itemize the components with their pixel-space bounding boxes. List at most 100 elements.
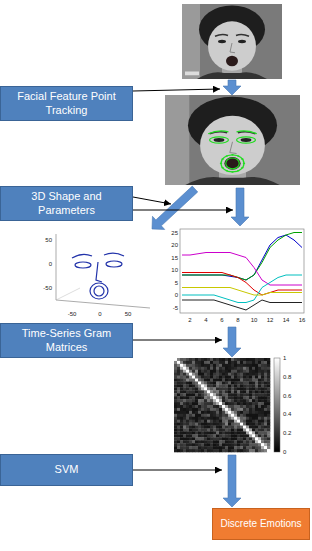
matrix-cell — [231, 411, 234, 414]
matrix-cell — [216, 379, 219, 382]
matrix-cell — [231, 384, 234, 387]
matrix-cell — [207, 437, 210, 440]
matrix-cell — [264, 449, 267, 452]
matrix-cell — [189, 384, 192, 387]
matrix-cell — [186, 434, 189, 437]
matrix-cell — [213, 384, 216, 387]
matrix-cell — [207, 417, 210, 420]
matrix-cell — [228, 393, 231, 396]
matrix-cell — [252, 420, 255, 423]
matrix-cell — [243, 390, 246, 393]
matrix-cell — [198, 367, 201, 370]
matrix-cell — [243, 440, 246, 443]
matrix-cell — [243, 370, 246, 373]
matrix-cell — [267, 414, 270, 417]
matrix-cell — [246, 387, 249, 390]
shape-line — [94, 286, 104, 296]
tracked-brow — [237, 131, 257, 134]
matrix-cell — [210, 437, 213, 440]
matrix-cell — [198, 370, 201, 373]
matrix-cell — [213, 443, 216, 446]
matrix-cell — [261, 437, 264, 440]
matrix-cell — [219, 396, 222, 399]
matrix-cell — [246, 384, 249, 387]
matrix-cell — [255, 396, 258, 399]
matrix-cell — [180, 446, 183, 449]
matrix-cell — [204, 437, 207, 440]
matrix-cell — [177, 387, 180, 390]
matrix-cell — [216, 414, 219, 417]
matrix-cell — [198, 405, 201, 408]
matrix-cell — [189, 399, 192, 402]
matrix-cell — [249, 376, 252, 379]
matrix-cell — [210, 429, 213, 432]
matrix-cell — [204, 443, 207, 446]
matrix-cell — [228, 367, 231, 370]
matrix-cell — [183, 449, 186, 452]
matrix-cell — [222, 379, 225, 382]
matrix-cell — [192, 358, 195, 361]
matrix-cell — [228, 364, 231, 367]
matrix-cell — [189, 361, 192, 364]
matrix-cell — [258, 387, 261, 390]
matrix-cell — [183, 431, 186, 434]
matrix-cell — [210, 417, 213, 420]
matrix-cell — [264, 376, 267, 379]
landmark-point — [243, 163, 245, 165]
matrix-cell — [258, 423, 261, 426]
matrix-cell — [174, 420, 177, 423]
matrix-cell — [183, 379, 186, 382]
matrix-cell — [201, 402, 204, 405]
matrix-cell — [189, 423, 192, 426]
matrix-cell — [252, 384, 255, 387]
matrix-cell — [234, 411, 237, 414]
matrix-cell — [180, 361, 183, 364]
matrix-cell — [225, 449, 228, 452]
matrix-cell — [174, 434, 177, 437]
matrix-cell — [198, 434, 201, 437]
matrix-cell — [195, 376, 198, 379]
matrix-cell — [183, 370, 186, 373]
matrix-cell — [243, 449, 246, 452]
matrix-cell — [243, 393, 246, 396]
matrix-cell — [198, 379, 201, 382]
matrix-cell — [237, 414, 240, 417]
box-label: 3D Shape and Parameters — [7, 190, 126, 216]
matrix-cell — [225, 440, 228, 443]
matrix-cell — [198, 446, 201, 449]
matrix-cell — [258, 431, 261, 434]
matrix-cell — [195, 405, 198, 408]
matrix-cell — [225, 420, 228, 423]
matrix-cell — [216, 376, 219, 379]
matrix-cell — [255, 411, 258, 414]
matrix-cell — [180, 414, 183, 417]
matrix-cell — [213, 364, 216, 367]
matrix-cell — [228, 417, 231, 420]
matrix-cell — [240, 411, 243, 414]
matrix-cell — [186, 396, 189, 399]
matrix-cell — [231, 390, 234, 393]
matrix-cell — [201, 387, 204, 390]
matrix-cell — [225, 431, 228, 434]
matrix-cell — [195, 440, 198, 443]
matrix-cell — [258, 443, 261, 446]
matrix-cell — [183, 361, 186, 364]
matrix-cell — [267, 446, 270, 449]
matrix-cell — [198, 431, 201, 434]
matrix-cell — [189, 367, 192, 370]
matrix-cell — [204, 449, 207, 452]
matrix-cell — [261, 411, 264, 414]
matrix-cell — [267, 393, 270, 396]
matrix-cell — [207, 370, 210, 373]
matrix-cell — [195, 370, 198, 373]
matrix-cell — [237, 437, 240, 440]
matrix-cell — [210, 396, 213, 399]
matrix-cell — [195, 408, 198, 411]
matrix-cell — [183, 423, 186, 426]
matrix-cell — [234, 417, 237, 420]
matrix-cell — [267, 408, 270, 411]
matrix-cell — [222, 426, 225, 429]
matrix-cell — [234, 408, 237, 411]
matrix-cell — [180, 370, 183, 373]
matrix-cell — [183, 420, 186, 423]
